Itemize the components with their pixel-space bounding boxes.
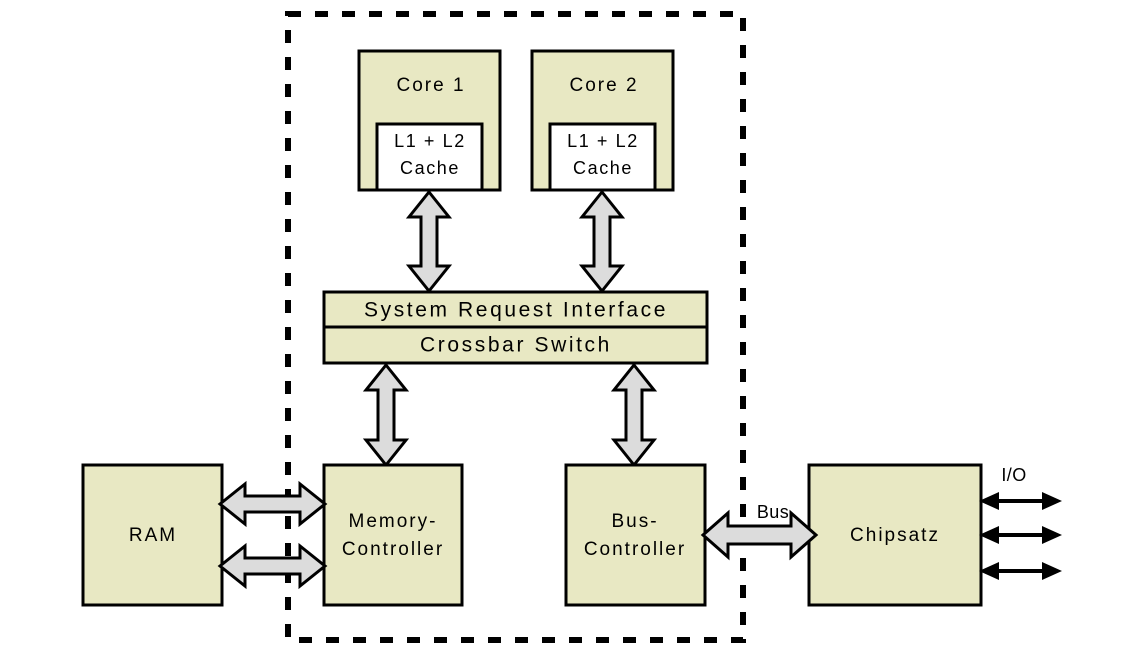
arrow-crossbar-to-memory-controller xyxy=(362,362,410,468)
chipset-io-arrows xyxy=(979,492,1062,580)
io-arrow-3 xyxy=(979,562,1062,580)
core-2-label: Core 2 xyxy=(569,75,638,96)
core-2-cache-box xyxy=(548,122,657,192)
bus-controller-box xyxy=(564,463,707,607)
memory-controller-label-line1: Memory- xyxy=(349,511,438,532)
io-label: I/O xyxy=(1001,465,1026,485)
memory-controller-box xyxy=(322,463,464,607)
memory-controller-label-line2: Controller xyxy=(342,539,444,560)
system-request-interface-block: System Request Interface xyxy=(322,290,709,329)
core-2-block: Core 2 L1 + L2 Cache xyxy=(530,49,675,192)
crossbar-switch-block: Crossbar Switch xyxy=(322,325,709,365)
core-1-cache-label-line1: L1 + L2 xyxy=(394,131,466,151)
memory-controller-block: Memory- Controller xyxy=(322,463,464,607)
chipset-block: Chipsatz xyxy=(807,463,983,607)
crossbar-switch-box xyxy=(322,325,709,365)
crossbar-switch-label: Crossbar Switch xyxy=(420,334,612,357)
core-2-cache-label-line1: L1 + L2 xyxy=(567,131,639,151)
core-1-cache-label-line2: Cache xyxy=(400,158,460,178)
arrow-ram-to-memory-controller-lower xyxy=(217,542,328,590)
io-arrow-2 xyxy=(979,526,1062,544)
bus-controller-block: Bus- Controller xyxy=(564,463,707,607)
core-1-label: Core 1 xyxy=(396,75,465,96)
cpu-die-boundary xyxy=(285,11,746,643)
bus-label: Bus xyxy=(757,502,789,522)
ram-box xyxy=(81,463,224,607)
arrow-crossbar-to-bus-controller xyxy=(610,362,658,468)
ram-block: RAM xyxy=(81,463,224,607)
core-1-block: Core 1 L1 + L2 Cache xyxy=(357,49,502,192)
arrow-ram-to-memory-controller-upper xyxy=(217,480,328,528)
core-1-cache-box xyxy=(375,122,484,192)
chipset-label: Chipsatz xyxy=(850,525,940,546)
core-2-cache-label-line2: Cache xyxy=(573,158,633,178)
bus-controller-label-line2: Controller xyxy=(584,539,686,560)
ram-label: RAM xyxy=(129,525,177,546)
arrow-bus-controller-to-chipset xyxy=(700,509,819,561)
io-arrow-1 xyxy=(979,492,1062,510)
arrow-core2-to-sri xyxy=(578,189,626,294)
arrow-core1-to-sri xyxy=(405,189,453,294)
system-request-interface-label: System Request Interface xyxy=(364,299,668,322)
bus-controller-label-line1: Bus- xyxy=(611,511,658,532)
